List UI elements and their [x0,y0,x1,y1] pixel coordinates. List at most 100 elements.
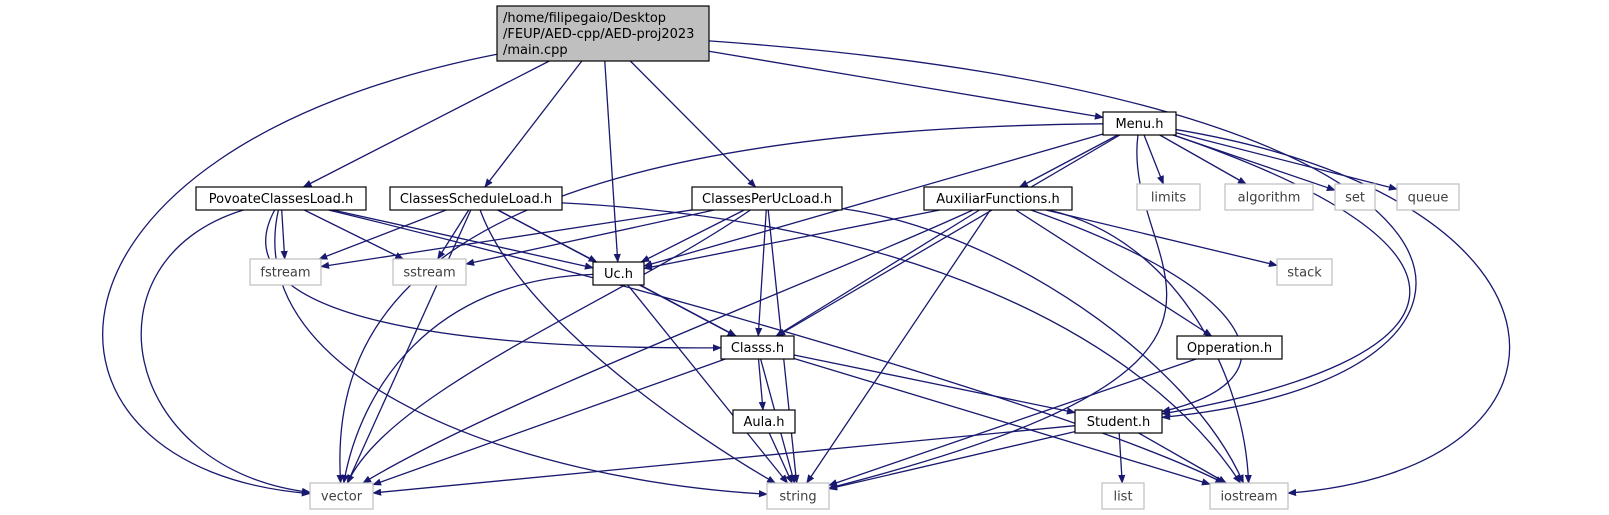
node-perUc[interactable]: ClassesPerUcLoad.h [691,186,843,211]
edge-menu-to-classs [776,134,1121,337]
node-label-sstream: sstream [403,266,455,281]
edge-uc-to-classs [639,284,737,337]
node-box-opperation [1176,335,1283,360]
node-box-vector [309,482,374,510]
node-main[interactable]: /home/filipegaio/Desktop/FEUP/AED-cpp/AE… [496,5,710,62]
edge-main-to-povoate [302,60,550,188]
node-aula[interactable]: Aula.h [732,409,796,434]
node-label-schedule: ClassesScheduleLoad.h [400,192,552,207]
node-label-stack: stack [1287,266,1322,281]
node-box-sstream [392,258,467,286]
edge-menu-to-queue [1175,132,1398,191]
node-box-student [1074,409,1163,434]
edge-auxiliar-to-student [1030,209,1243,414]
node-box-fstream [249,258,322,286]
edge-menu-to-limits [1143,134,1164,185]
nodes-layer: /home/filipegaio/Desktop/FEUP/AED-cpp/AE… [195,5,1460,510]
node-iostream: iostream [1209,482,1289,510]
node-vector: vector [309,482,374,510]
node-fstream: fstream [249,258,322,286]
node-label-classs: Classs.h [731,341,784,356]
edge-auxiliar-to-opperation [1015,209,1213,337]
edge-auxiliar-to-classs [775,209,980,337]
node-uc[interactable]: Uc.h [592,261,645,286]
edge-auxiliar-to-uc [643,209,940,271]
edge-perUc-to-sstream [465,209,715,266]
node-box-iostream [1209,482,1289,510]
edge-perUc-to-classs [755,209,767,337]
edge-main-to-student [708,40,1417,421]
edge-schedule-to-vector [346,209,472,484]
node-povoate[interactable]: PovoateClassesLoad.h [195,186,367,211]
node-box-string [766,482,830,510]
node-box-queue [1396,183,1460,211]
node-label-opperation: Opperation.h [1187,341,1272,356]
edge-aula-to-string [768,432,793,484]
edge-auxiliar-to-vector [362,209,974,484]
edge-schedule-to-sstream [437,209,470,260]
edge-classs-to-iostream [793,357,1211,486]
node-schedule[interactable]: ClassesScheduleLoad.h [389,186,563,211]
node-menu[interactable]: Menu.h [1102,111,1177,136]
edge-perUc-to-vector [346,209,751,484]
node-label-algorithm: algorithm [1238,191,1301,206]
node-label-povoate: PovoateClassesLoad.h [209,192,354,207]
edge-main-to-perUc [629,60,757,188]
node-box-perUc [691,186,843,211]
node-box-limits [1136,183,1201,211]
edge-student-to-list [1118,432,1126,484]
node-box-classs [720,335,795,360]
edge-student-to-iostream [1138,432,1228,484]
node-box-stack [1276,258,1333,286]
node-label-iostream: iostream [1220,490,1277,505]
edge-student-to-vector [372,425,1076,496]
node-box-menu [1102,111,1177,136]
node-queue: queue [1396,183,1460,211]
edge-uc-to-string [627,284,789,484]
edge-menu-to-uc [643,133,1104,268]
edge-auxiliar-to-stack [1045,209,1278,268]
edge-menu-to-iostream [1175,128,1511,497]
node-label-perUc: ClassesPerUcLoad.h [702,192,832,207]
edge-perUc-to-fstream [320,209,693,269]
edge-povoate-to-fstream [280,209,288,260]
edge-auxiliar-to-string [806,209,991,484]
node-string: string [766,482,830,510]
node-box-uc [592,261,645,286]
node-box-set [1334,183,1376,211]
node-box-main [496,5,710,62]
node-label-queue: queue [1408,191,1449,206]
node-label-menu: Menu.h [1115,117,1163,132]
edge-menu-to-vector [336,123,1104,484]
node-algorithm: algorithm [1224,183,1314,211]
edge-perUc-to-iostream [841,207,1244,484]
node-opperation[interactable]: Opperation.h [1176,335,1283,360]
edge-main-to-uc [604,60,621,263]
node-stack: stack [1276,258,1333,286]
edge-povoate-to-classs [265,209,722,352]
edge-opperation-to-string [828,358,1197,487]
node-label-vector: vector [321,490,363,505]
edge-povoate-to-vector [140,209,311,495]
edge-povoate-to-iostream [328,209,1225,484]
edges-layer [102,40,1511,498]
node-label-string: string [779,490,816,505]
edge-menu-to-auxiliar [1018,134,1119,188]
edge-povoate-to-uc [332,209,594,270]
edge-perUc-to-uc [640,209,745,263]
edge-main-to-menu [708,50,1104,120]
edge-uc-to-vector [341,273,594,484]
node-box-algorithm [1224,183,1314,211]
node-limits: limits [1136,183,1201,211]
node-auxiliar[interactable]: AuxiliarFunctions.h [923,186,1073,211]
edge-schedule-to-iostream [561,202,1242,484]
node-label-uc: Uc.h [604,267,633,282]
node-box-schedule [389,186,563,211]
edge-schedule-to-string [479,209,777,484]
node-classs[interactable]: Classs.h [720,335,795,360]
node-label-student: Student.h [1087,415,1151,430]
node-student[interactable]: Student.h [1074,409,1163,434]
node-list: list [1101,482,1145,510]
edge-classs-to-vector [372,358,726,486]
